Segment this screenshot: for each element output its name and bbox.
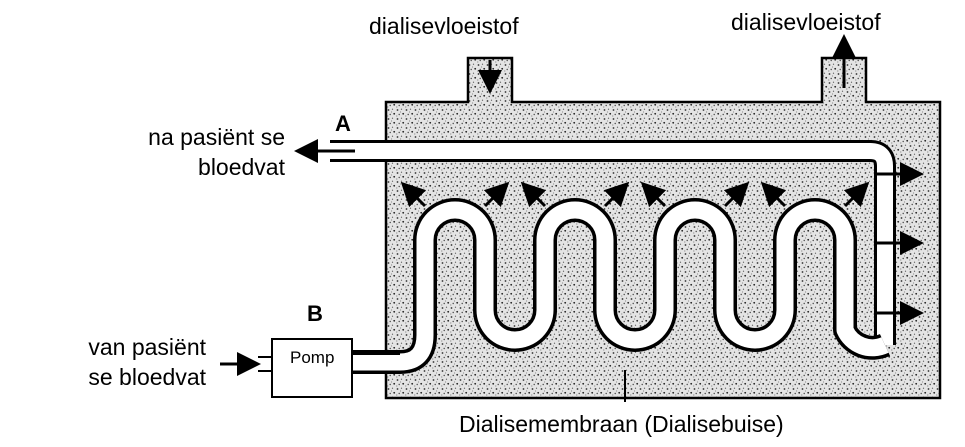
dialysate-out-label: dialisevloeistof xyxy=(731,9,881,35)
membrane-tube-lumen xyxy=(335,201,889,371)
membrane-label: Dialisemembraan (Dialisebuise) xyxy=(459,411,784,437)
from-patient-label-line2: se bloedvat xyxy=(88,364,206,390)
from-patient-label-line1: van pasiënt xyxy=(88,334,206,360)
to-patient-label-line2: bloedvat xyxy=(198,154,285,180)
diffusion-arrow-icon xyxy=(483,181,510,208)
diffusion-arrow-icon xyxy=(603,181,630,208)
pump-label: Pomp xyxy=(290,348,335,367)
diffusion-arrow-icon xyxy=(760,181,787,208)
diffusion-arrow-icon xyxy=(640,181,667,208)
point-a-label: A xyxy=(335,111,351,136)
dialysate-in-label: dialisevloeistof xyxy=(369,13,519,39)
diffusion-arrow-icon xyxy=(520,181,547,208)
diffusion-arrow-icon xyxy=(400,181,427,208)
point-b-label: B xyxy=(307,301,323,326)
return-tube-lumen xyxy=(330,143,893,345)
pump-icon xyxy=(271,338,353,398)
diffusion-arrow-icon xyxy=(723,181,750,208)
to-patient-label-line1: na pasiënt se xyxy=(148,124,285,150)
diffusion-arrow-icon xyxy=(843,181,870,208)
